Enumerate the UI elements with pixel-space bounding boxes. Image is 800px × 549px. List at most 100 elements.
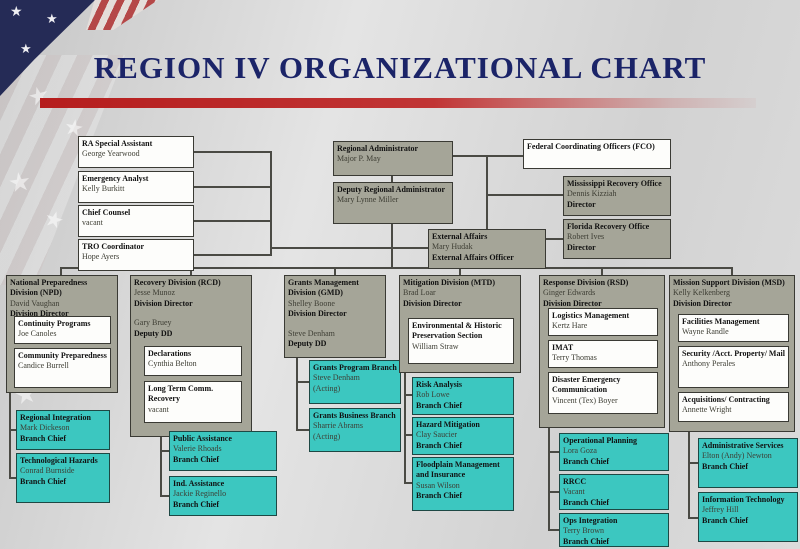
box-name: Dennis Kizziah	[567, 189, 617, 199]
connector-line	[548, 428, 550, 530]
box-name: George Yearwood	[82, 149, 140, 159]
box-name: Anthony Perales	[682, 359, 736, 369]
community-preparedness-box: Community Preparedness Candice Burrell	[14, 348, 111, 388]
box-title: National Preparedness Division (NPD)	[10, 278, 88, 298]
box-role: Branch Chief	[20, 433, 66, 443]
connector-line	[404, 434, 412, 436]
box-name: Terry Brown	[563, 526, 604, 536]
individual-assistance-branch-box: Ind. Assistance Jackie Reginello Branch …	[169, 476, 277, 516]
gmd-division-box: Grants Management Division (GMD) Shelley…	[284, 275, 386, 358]
box-deputy-name: Steve Denham	[288, 328, 335, 338]
box-title: Hazard Mitigation	[416, 420, 480, 429]
star-icon: ★	[6, 166, 34, 200]
box-name: Cynthia Belton	[148, 359, 197, 369]
box-title: Administrative Services	[702, 441, 784, 450]
box-name: Steve Denham	[313, 373, 360, 383]
ra-special-assistant-box: RA Special Assistant George Yearwood	[78, 136, 194, 168]
box-title: Ind. Assistance	[173, 479, 225, 488]
box-title: Grants Program Branch	[313, 363, 397, 372]
connector-line	[404, 394, 412, 396]
box-role: Division Director	[673, 298, 732, 308]
box-deputy-role: Deputy DD	[134, 328, 173, 338]
box-role: Branch Chief	[563, 456, 609, 466]
public-assistance-branch-box: Public Assistance Valerie Rhoads Branch …	[169, 431, 277, 471]
box-role: Branch Chief	[173, 454, 219, 464]
box-title: Deputy Regional Administrator	[337, 185, 445, 194]
administrative-services-branch-box: Administrative Services Elton (Andy) New…	[698, 438, 798, 488]
connector-line	[160, 450, 169, 452]
connector-line	[486, 155, 488, 240]
connector-line	[296, 381, 309, 383]
connector-line	[688, 517, 698, 519]
connector-line	[601, 267, 603, 276]
box-title: Continuity Programs	[18, 319, 91, 328]
box-role: Division Director	[10, 309, 69, 319]
box-role: Director	[567, 242, 596, 252]
connector-line	[392, 247, 428, 249]
box-name: Clay Saucier	[416, 430, 458, 440]
box-title: Regional Integration	[20, 413, 91, 422]
logistics-management-box: Logistics Management Kertz Hare	[548, 308, 658, 336]
box-title: Regional Administrator	[337, 144, 419, 153]
title-underline-bar	[40, 98, 756, 108]
connector-line	[391, 176, 393, 182]
emergency-analyst-box: Emergency Analyst Kelly Burkitt	[78, 171, 194, 203]
box-role: Branch Chief	[702, 515, 748, 525]
box-title: Security /Acct. Property/ Mail	[682, 349, 785, 358]
box-role: Branch Chief	[173, 499, 219, 509]
connector-line	[194, 254, 270, 256]
box-title: Emergency Analyst	[82, 174, 149, 183]
external-affairs-box: External Affairs Mary Hudak External Aff…	[428, 229, 546, 269]
box-role: Branch Chief	[416, 491, 462, 501]
operational-planning-branch-box: Operational Planning Lora Goza Branch Ch…	[559, 433, 669, 471]
box-title: Environmental & Historic Preservation Se…	[412, 321, 502, 341]
box-title: Mission Support Division (MSD)	[673, 278, 785, 287]
connector-line	[60, 267, 62, 276]
box-name: Annette Wright	[682, 405, 732, 415]
box-role: Branch Chief	[702, 461, 748, 471]
box-name: Valerie Rhoads	[173, 444, 222, 454]
box-title: Response Division (RSD)	[543, 278, 629, 287]
box-name: Jackie Reginello	[173, 489, 227, 499]
box-role: (Acting)	[313, 383, 341, 393]
connector-line	[731, 267, 733, 276]
box-role: (Acting)	[313, 431, 341, 441]
box-name: Kertz Hare	[552, 321, 588, 331]
connector-line	[9, 429, 17, 431]
box-name: Conrad Burnside	[20, 466, 75, 476]
box-name: Vincent (Tex) Boyer	[552, 395, 618, 405]
box-name: Kelly Kelkenberg	[673, 288, 730, 298]
hazard-mitigation-branch-box: Hazard Mitigation Clay Saucier Branch Ch…	[412, 417, 514, 455]
chief-counsel-box: Chief Counsel vacant	[78, 205, 194, 237]
connector-line	[194, 151, 270, 153]
box-title: Declarations	[148, 349, 192, 358]
box-title: Ops Integration	[563, 516, 618, 525]
box-name: Candice Burrell	[18, 361, 69, 371]
box-title: Mitigation Division (MTD)	[403, 278, 495, 287]
connector-line	[296, 429, 309, 431]
box-role: Branch Chief	[20, 476, 66, 486]
box-role: Division Director	[288, 309, 347, 319]
star-icon: ★	[20, 42, 32, 57]
box-name: Ginger Edwards	[543, 288, 596, 298]
box-title: TRO Coordinator	[82, 242, 144, 251]
box-deputy-name: Gary Bruey	[134, 318, 172, 328]
box-title: Risk Analysis	[416, 380, 463, 389]
box-title: Disaster Emergency Communication	[552, 375, 621, 395]
mississippi-recovery-office-box: Mississippi Recovery Office Dennis Kizzi…	[563, 176, 671, 216]
connector-line	[194, 186, 270, 188]
box-name: vacant	[82, 218, 103, 228]
connector-line	[9, 393, 11, 478]
connector-line	[486, 194, 563, 196]
star-icon: ★	[10, 4, 23, 20]
box-name: Susan Wilson	[416, 480, 460, 490]
connector-line	[296, 358, 298, 430]
box-title: Mississippi Recovery Office	[567, 179, 662, 188]
connector-line	[688, 462, 698, 464]
long-term-comm-recovery-box: Long Term Comm. Recovery vacant	[144, 381, 242, 423]
disaster-emergency-communication-box: Disaster Emergency Communication Vincent…	[548, 372, 658, 414]
connector-line	[190, 267, 192, 276]
box-title: Recovery Division (RCD)	[134, 278, 221, 287]
box-name: Lora Goza	[563, 446, 597, 456]
box-name: Terry Thomas	[552, 353, 597, 363]
